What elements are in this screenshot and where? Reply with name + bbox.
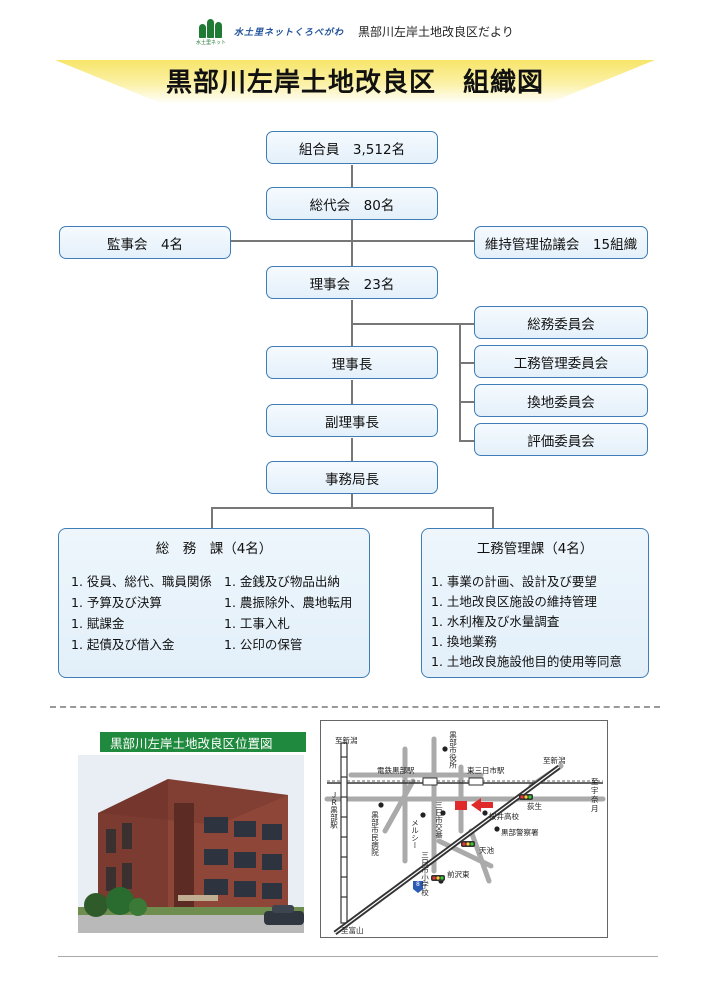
map-label-to-niigata-left: 至新潟	[335, 736, 358, 745]
map-label-to-niigata-right: 至新潟	[543, 756, 566, 765]
connector-secretary-down	[351, 493, 353, 508]
map-label-maezawa-east: 前沢東	[447, 870, 470, 879]
map-label-police: 黒部警察署	[501, 828, 539, 837]
office-building-photo	[78, 755, 304, 933]
engineering-title: 工務管理課（4名）	[476, 541, 594, 557]
connector-committees-h	[352, 323, 460, 325]
committee-engineering: 工務管理委員会	[474, 345, 648, 378]
map-label-city-hall: 黒部市役所	[448, 731, 458, 769]
map-roads	[324, 736, 606, 936]
connector-auditors	[230, 240, 352, 242]
secretary-general-label: 事務局長	[325, 471, 379, 488]
connector-dept-right	[492, 507, 494, 529]
mizutori-net-logo: 水土里ネット	[196, 16, 226, 46]
members-label: 組合員 3,512名	[298, 141, 406, 158]
title-banner	[55, 60, 655, 104]
connector-dept-left	[211, 507, 213, 529]
map-label-elementary-school: 三日市小学校	[420, 851, 430, 896]
duty-item: 1. 公印の保管	[224, 637, 303, 652]
section-divider	[50, 706, 660, 708]
engineering-department: 工務管理課（4名） 1. 事業の計画、設計及び要望 1. 土地改良区施設の維持管…	[421, 528, 649, 678]
map-label-tenchi: 天池	[479, 846, 494, 855]
delegates-box: 総代会 80名	[266, 187, 438, 220]
delegates-label: 総代会 80名	[309, 197, 395, 214]
committee-label: 総務委員会	[527, 316, 595, 333]
arrow-icon	[471, 798, 493, 812]
location-map-label: 黒部川左岸土地改良区位置図	[100, 732, 306, 752]
committee-label: 工務管理委員会	[513, 355, 609, 372]
map-label-police-box: 三日市交番	[434, 801, 444, 839]
connector-committees-v	[459, 323, 461, 440]
duty-item: 1. 金銭及び物品出納	[224, 574, 340, 589]
chairman-box: 理事長	[266, 346, 438, 379]
map-label-mikkaichi-station: 東三日市駅	[467, 766, 505, 775]
vice-chairman-box: 副理事長	[266, 404, 438, 437]
logo-caption: 水土里ネット	[196, 40, 227, 46]
board-label: 理事会 23名	[309, 276, 395, 293]
map-label-dentetsu-station: 電鉄黒部駅	[377, 766, 415, 775]
duty-item: 1. 役員、総代、職員関係	[71, 574, 212, 589]
duty-item: 1. 農振除外、農地転用	[224, 595, 353, 610]
map-label-hospital: 黒部市民病院	[370, 811, 380, 856]
connector-committee-2	[459, 362, 475, 364]
duty-item: 1. 土地改良区施設の維持管理	[431, 594, 597, 609]
connector-committee-1	[459, 323, 475, 325]
map-label-mercy: メルシー	[410, 819, 420, 849]
connector-vice-secretary	[351, 438, 353, 462]
masthead: 水土里ネット 水土里ネットくろべがわ 黒部川左岸土地改良区だより	[196, 14, 514, 48]
committee-replotting: 換地委員会	[474, 384, 648, 417]
connector-chairman-vice	[351, 380, 353, 404]
connector-council	[352, 240, 475, 242]
map-label-to-toyama: 至富山	[341, 926, 364, 935]
committee-label: 換地委員会	[527, 394, 595, 411]
committee-valuation: 評価委員会	[474, 423, 648, 456]
committee-label: 評価委員会	[527, 433, 595, 450]
duty-item: 1. 工事入札	[224, 616, 290, 631]
committee-general: 総務委員会	[474, 306, 648, 339]
footer-rule	[58, 956, 658, 957]
connector-departments-h	[211, 507, 494, 509]
map-label-hagio: 荻生	[527, 802, 542, 811]
secretary-general-box: 事務局長	[266, 461, 438, 494]
board-box: 理事会 23名	[266, 266, 438, 299]
duty-item: 1. 事業の計画、設計及び要望	[431, 574, 597, 589]
duty-item: 1. 土地改良施設他目的使用等同意	[431, 654, 622, 669]
general-affairs-title: 総 務 課（4名）	[155, 541, 273, 557]
connector-committee-4	[459, 440, 475, 442]
duty-item: 1. 換地業務	[431, 634, 497, 649]
map-label-to-unazuki: 至宇奈月	[591, 777, 599, 813]
map-route-number: 8	[416, 881, 420, 888]
vice-chairman-label: 副理事長	[325, 414, 379, 431]
map-label-jr-station: ＪＲ黒部駅	[329, 791, 339, 829]
connector-trunk	[351, 165, 353, 285]
duty-item: 1. 予算及び決算	[71, 595, 162, 610]
chairman-label: 理事長	[331, 356, 373, 373]
page-title: 黒部川左岸土地改良区 組織図	[165, 68, 544, 98]
office-marker	[455, 801, 467, 810]
maintenance-council-label: 維持管理協議会 15組織	[484, 236, 638, 253]
duty-item: 1. 水利権及び水量調査	[431, 614, 560, 629]
location-map: 至新潟 至新潟 至富山 至宇奈月 ＪＲ黒部駅 電鉄黒部駅 黒部市役所 東三日市駅…	[320, 720, 608, 938]
connector-committee-3	[459, 401, 475, 403]
members-box: 組合員 3,512名	[266, 131, 438, 164]
duty-item: 1. 賦課金	[71, 616, 125, 631]
auditors-box: 監事会 4名	[59, 226, 231, 259]
newsletter-title: 黒部川左岸土地改良区だより	[358, 24, 514, 39]
auditors-label: 監事会 4名	[106, 236, 184, 253]
brand-name: 水土里ネットくろべがわ	[234, 27, 345, 38]
maintenance-council-box: 維持管理協議会 15組織	[474, 226, 648, 259]
general-affairs-department: 総 務 課（4名） 1. 役員、総代、職員関係 1. 予算及び決算 1. 賦課金…	[58, 528, 370, 678]
map-label-sakurai-hs: 桜井高校	[489, 812, 519, 821]
duty-item: 1. 起債及び借入金	[71, 637, 175, 652]
